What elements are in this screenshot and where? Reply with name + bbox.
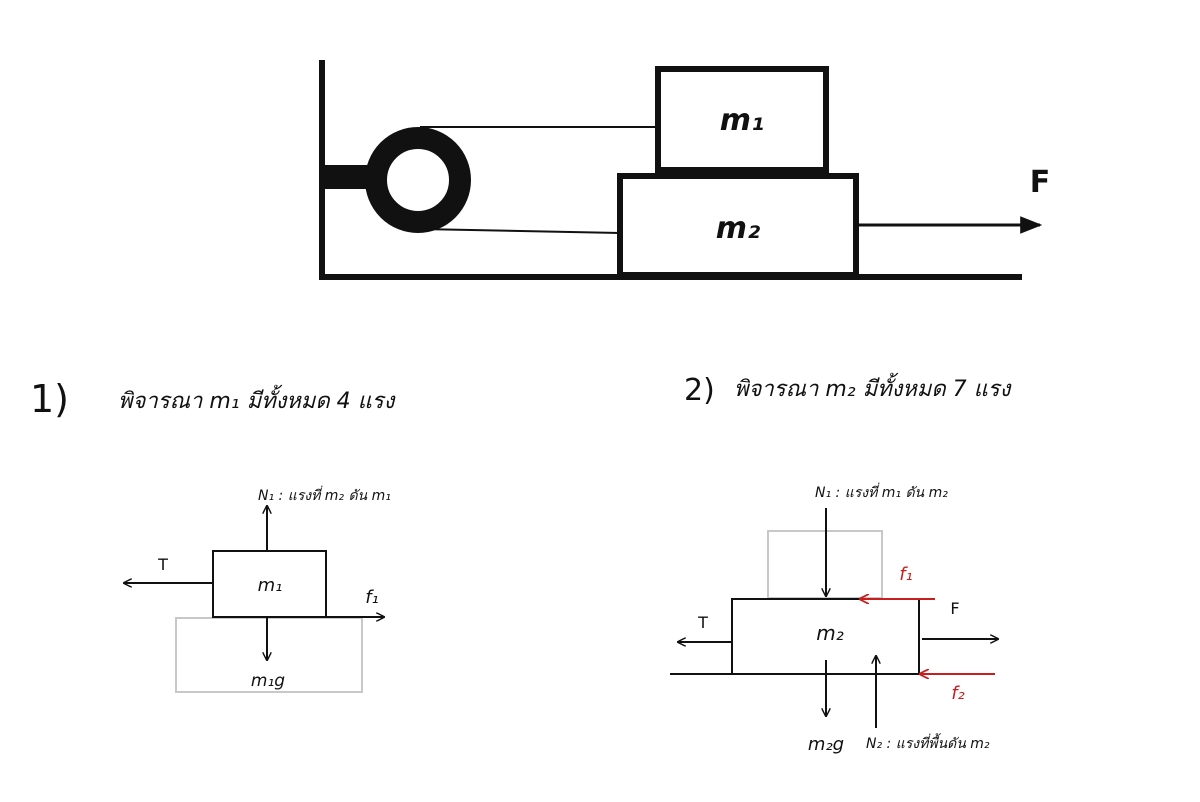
pulley (365, 127, 471, 233)
case1: 1) พิจารณา m₁ มีทั้งหมด 4 แรง m₁ T N₁ : … (30, 377, 397, 693)
m2-label: m₂ (716, 211, 760, 246)
case1-tension-label: T (157, 555, 168, 574)
block-m2 (617, 173, 859, 278)
case2-number: 2) (684, 373, 715, 408)
case2-friction1-label: f₁ (899, 564, 913, 585)
case2-force-label: F (950, 599, 959, 618)
case1-block-m1 (212, 550, 327, 618)
case2-block-label: m₂ (816, 621, 844, 645)
force-label: F (1030, 165, 1051, 200)
case2-normal1-label: N₁ : แรงที่ m₁ ดัน m₂ (815, 482, 948, 501)
m1-label: m₁ (720, 103, 764, 138)
case1-weight-label: m₁g (251, 671, 285, 691)
case2-tension-label: T (697, 613, 708, 632)
block-m1 (655, 66, 829, 173)
case1-normal-label: N₁ : แรงที่ m₂ ดัน m₁ (258, 485, 391, 504)
case2: 2) พิจารณา m₂ มีทั้งหมด 7 แรง m₂ N₁ : แร… (670, 372, 1013, 755)
case1-number: 1) (30, 377, 69, 421)
rope-lower (419, 228, 621, 234)
case2-friction2-label: f₂ (951, 683, 965, 704)
case1-block-label: m₁ (258, 575, 283, 596)
case2-normal2-label: N₂ : แรงที่พื้นดัน m₂ (866, 733, 990, 752)
setup-figure: m₁ m₂ F (319, 60, 1051, 280)
case1-friction-label: f₁ (365, 587, 379, 608)
case2-weight-label: m₂g (808, 734, 844, 755)
pulley-mount (322, 165, 370, 189)
case2-heading: พิจารณา m₂ มีทั้งหมด 7 แรง (734, 372, 1013, 402)
case1-heading: พิจารณา m₁ มีทั้งหมด 4 แรง (118, 384, 397, 414)
